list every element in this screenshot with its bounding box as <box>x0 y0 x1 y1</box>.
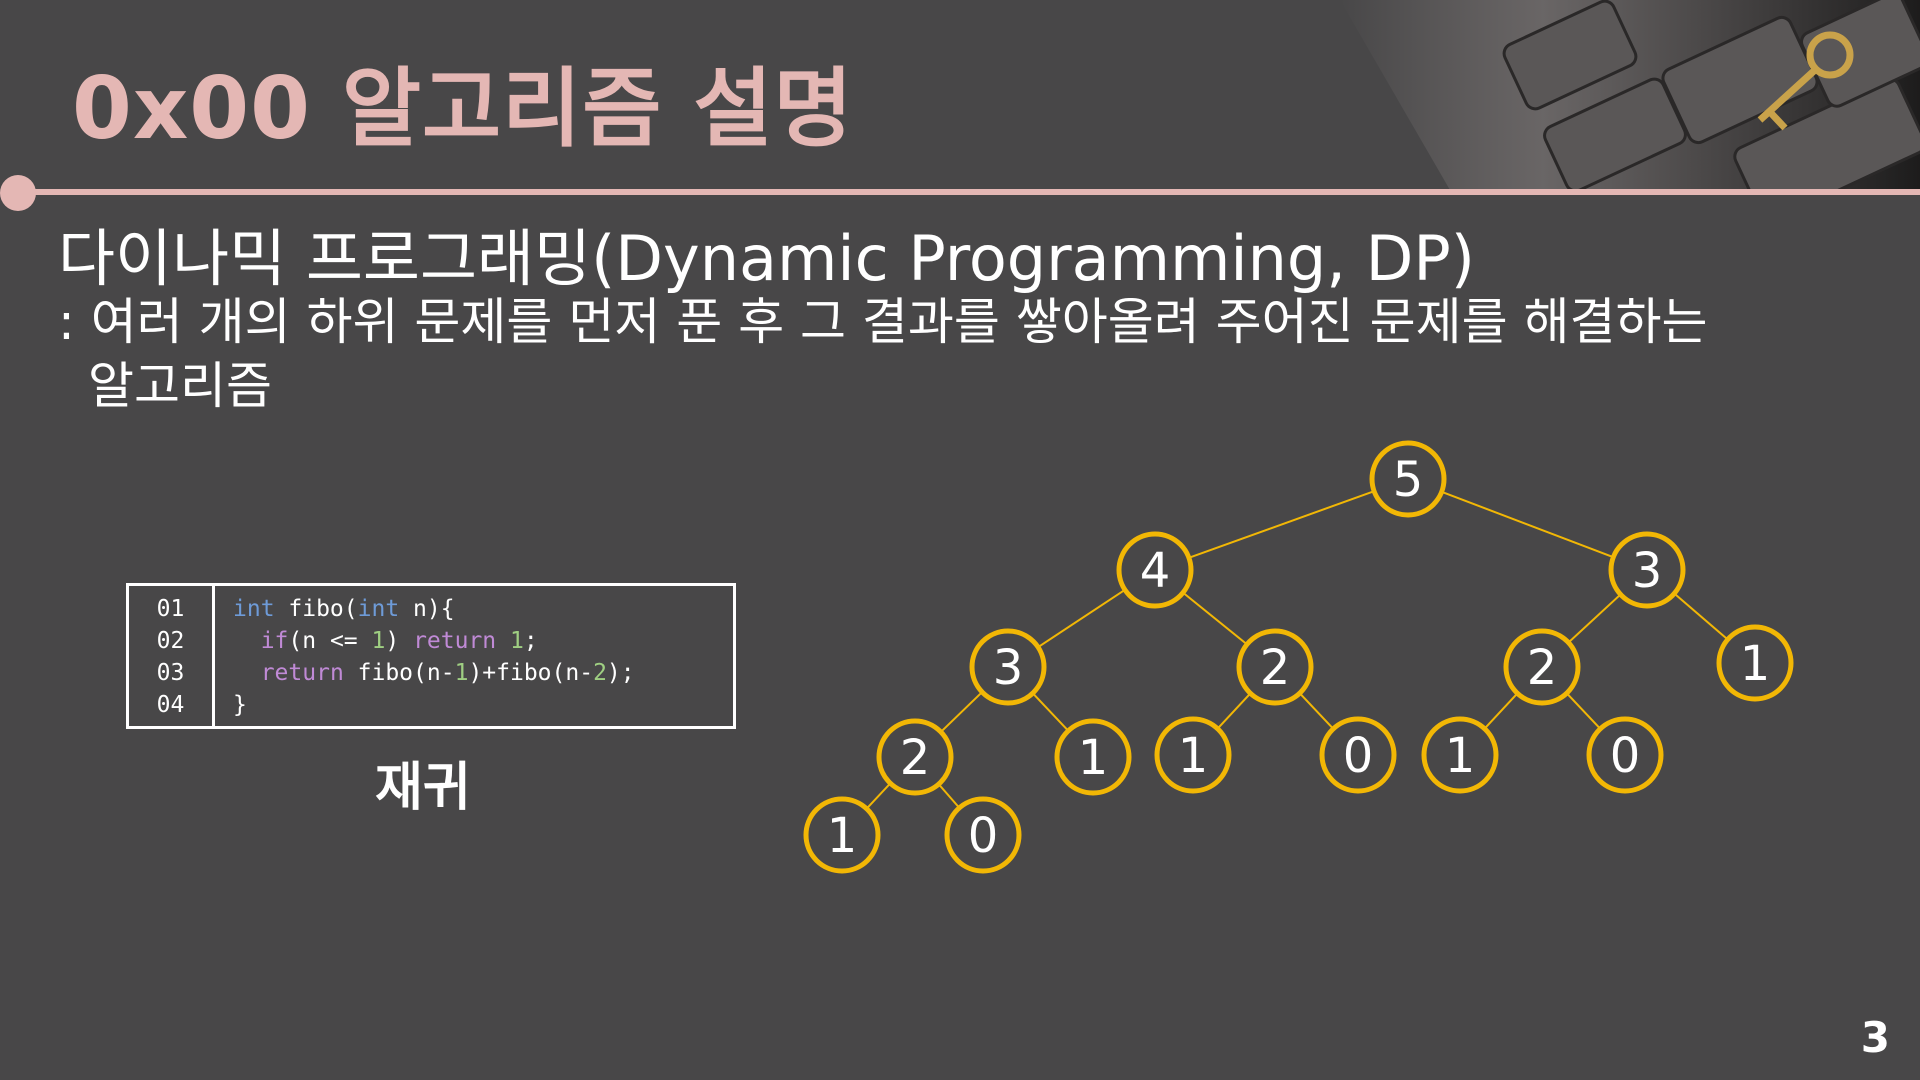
tree-node-label: 1 <box>1178 728 1209 784</box>
keyboard-key-image <box>1340 0 1920 190</box>
tree-node-label: 0 <box>1610 728 1641 784</box>
code-line: int fibo(int n){ <box>233 593 635 625</box>
tree-edge <box>1038 590 1125 647</box>
tree-node-label: 1 <box>827 808 858 864</box>
tree-node-label: 5 <box>1393 452 1424 508</box>
tree-node-label: 1 <box>1740 636 1771 692</box>
line-number: 03 <box>129 657 212 689</box>
line-number: 01 <box>129 593 212 625</box>
tree-edge <box>1442 492 1614 557</box>
line-number: 04 <box>129 689 212 721</box>
tree-edge <box>1218 693 1251 728</box>
tree-edge <box>939 784 960 808</box>
section-heading: 다이나믹 프로그래밍(Dynamic Programming, DP) <box>58 208 1475 298</box>
tree-node-label: 2 <box>1260 640 1291 696</box>
tree-edge <box>1033 693 1069 731</box>
line-number: 02 <box>129 625 212 657</box>
tree-node-label: 3 <box>993 640 1024 696</box>
tree-edge <box>867 783 891 808</box>
slide-title: 0x00 알고리즘 설명 <box>72 38 854 163</box>
page-number: 3 <box>1861 1013 1890 1062</box>
tree-node-label: 2 <box>1527 640 1558 696</box>
definition-line-1: : 여러 개의 하위 문제를 먼저 푼 후 그 결과를 쌓아올려 주어진 문제를… <box>58 293 1707 351</box>
tree-edge <box>1485 693 1518 728</box>
code-line: } <box>233 689 635 721</box>
code-content: int fibo(int n){ if(n <= 1) return 1; re… <box>215 586 635 726</box>
tree-edge <box>1189 491 1374 558</box>
tree-edge <box>1674 593 1727 639</box>
tree-node-label: 1 <box>1078 730 1109 786</box>
title-rule <box>18 189 1920 195</box>
tree-node-label: 1 <box>1445 728 1476 784</box>
tree-node-label: 2 <box>900 730 931 786</box>
tree-node-label: 0 <box>968 808 999 864</box>
code-line: return fibo(n-1)+fibo(n-2); <box>233 657 635 689</box>
tree-edge <box>1183 593 1247 645</box>
tree-edge <box>1568 594 1620 642</box>
definition-text: : 여러 개의 하위 문제를 먼저 푼 후 그 결과를 쌓아올려 주어진 문제를… <box>58 290 1778 418</box>
code-line: if(n <= 1) return 1; <box>233 625 635 657</box>
tree-node-label: 3 <box>1632 543 1663 599</box>
tree-edge <box>941 692 982 732</box>
tree-node-label: 0 <box>1343 728 1374 784</box>
code-caption: 재귀 <box>375 745 471 820</box>
tree-edge <box>1567 693 1601 729</box>
tree-node-label: 4 <box>1140 543 1171 599</box>
tree-edge <box>1300 693 1334 729</box>
definition-line-2: 알고리즘 <box>58 354 1778 418</box>
